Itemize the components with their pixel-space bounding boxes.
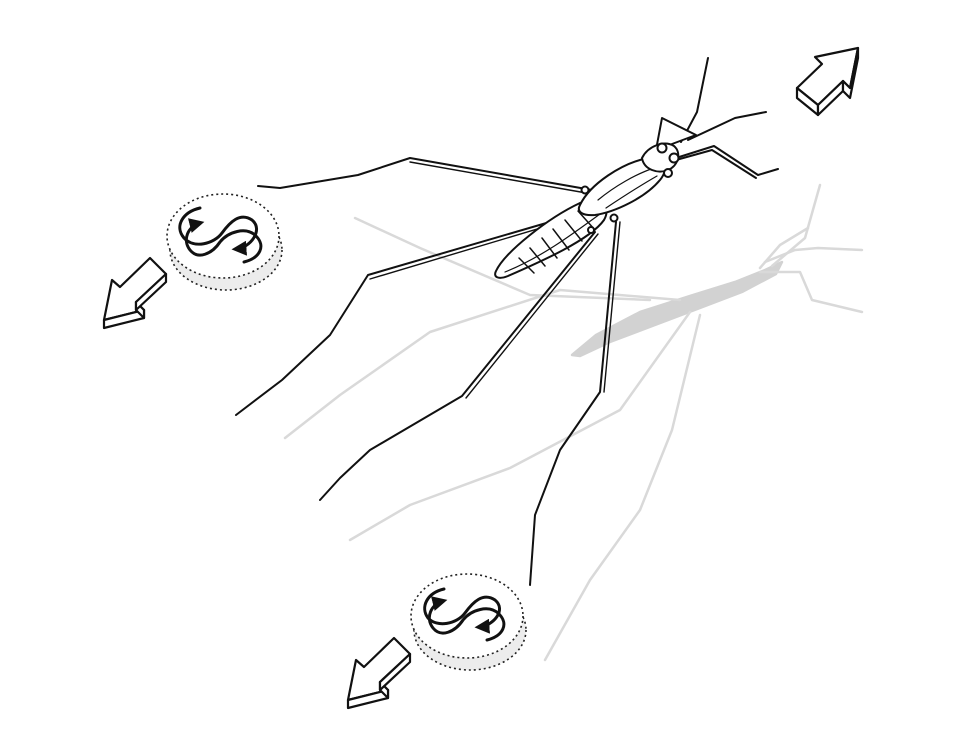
eye [668,152,680,164]
block-arrow-icon-bottom [346,636,412,710]
hind-leg [603,221,621,393]
abdomen-segment [552,228,570,251]
hind-leg [319,231,596,501]
vortex-icon [178,206,263,264]
abdomen-spine [504,213,601,273]
shadow-leg [763,246,864,264]
leg-joint [587,226,595,234]
water-strider [235,57,779,586]
antenna [687,111,767,141]
eye [656,142,668,154]
abdomen [494,199,608,279]
shadow-leg [758,270,864,314]
shadow-body [570,260,784,358]
abdomen-segment [541,237,558,259]
hind-leg [465,233,599,399]
vortex-disc-upper [166,193,283,291]
thorax-detail [605,175,658,209]
strider-shadow [283,183,864,662]
rostrum [655,117,697,151]
vortex-disc-lower [410,573,527,671]
shadow-leg [353,216,652,302]
hind-leg [235,211,585,416]
eye [663,168,673,178]
leg-joint [580,185,590,195]
abdomen-segment [518,257,535,274]
abdomen-segment [564,219,583,242]
middle-leg [257,157,593,191]
shadow-leg [543,313,702,662]
vortex-icon [423,587,506,642]
hind-leg [529,221,617,586]
shadow-leg [348,310,692,542]
front-leg [675,145,779,176]
abdomen-segment [529,247,546,267]
shadow-leg [283,288,682,440]
shadow-antenna [770,183,822,268]
leg-joint [609,213,619,223]
front-leg [675,149,757,179]
block-arrow-icon-upper-right [795,46,860,117]
thorax-detail [597,167,655,201]
block-arrow-icon-left [102,256,168,330]
middle-leg [409,161,593,195]
